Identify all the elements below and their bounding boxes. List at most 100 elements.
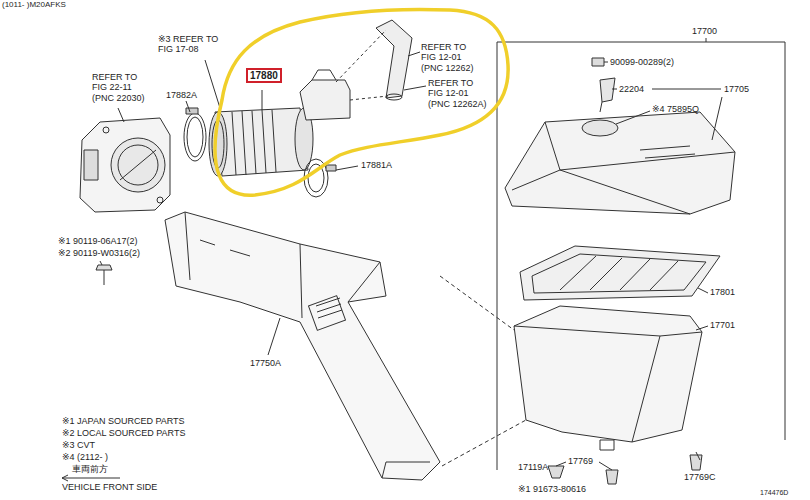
callout-number: 22204 [619, 84, 644, 94]
lid-port [582, 120, 618, 136]
leader-line [408, 52, 420, 56]
reference-note: REFER TO FIG 12-01 (PNC 12262A) [428, 78, 488, 109]
clip [606, 470, 618, 484]
dashed-guide [336, 30, 388, 100]
reference-note: REFER TO FIG 12-01 (PNC 12262) [421, 42, 477, 73]
sensor-probe [600, 102, 602, 112]
bolt-head [96, 265, 112, 270]
footnote: ※3 CVT [62, 440, 95, 450]
leader-line [698, 288, 708, 293]
leader-lines [100, 52, 722, 470]
part-number: ※1 91673-80616 [518, 484, 586, 494]
intake-hose [209, 108, 313, 176]
grommet [690, 455, 702, 470]
throttle-bore [111, 138, 165, 192]
leader-line [556, 462, 566, 466]
throttle-housing [80, 118, 170, 212]
duct-grille-slot [316, 298, 342, 318]
reference-note: ※3 REFER TO FIG 17-08 [158, 34, 220, 55]
hose-ribs [232, 110, 276, 175]
hose-clamp-inner [187, 117, 203, 157]
callout-number: 17769C [684, 472, 716, 482]
lid-body [505, 112, 735, 214]
callout-number: 17750A [250, 358, 281, 368]
part-number: ※4 75895Q [652, 104, 699, 114]
case-drain [600, 440, 614, 450]
leader-line [616, 111, 650, 124]
duct-edge [185, 212, 380, 318]
duct-rib [200, 240, 250, 256]
front-arrow [62, 475, 120, 481]
direction-note: VEHICLE FRONT SIDE [62, 482, 157, 492]
throttle-bore-inner [118, 145, 158, 185]
callout-number: 17705 [724, 84, 749, 94]
hose-clamp [184, 113, 206, 161]
direction-note: 車両前方 [72, 464, 108, 474]
footnote: ※4 (2112- ) [62, 452, 108, 462]
leader-line [186, 101, 190, 112]
callout-number: 17880 [250, 70, 278, 81]
model-code: (1011- )M20AFKS [2, 0, 66, 9]
leader-line [706, 38, 707, 42]
air-filter [520, 246, 720, 300]
part-number: ※1 90119-06A17(2) [58, 236, 137, 246]
leader-line [268, 318, 280, 355]
case-body [514, 306, 702, 442]
drawing-number: 174476D [760, 489, 788, 497]
duct-body [165, 212, 440, 480]
resonator [300, 80, 350, 120]
filter-frame [520, 246, 720, 300]
air-inlet-duct [165, 212, 440, 480]
leader-line [604, 62, 608, 63]
throttle-bolt-hole [157, 197, 163, 203]
leader-line [100, 261, 102, 265]
resonator-neck [312, 70, 336, 80]
callout-number: 17701 [710, 320, 735, 330]
hose-body [215, 108, 308, 176]
highlight-loop [215, 9, 508, 195]
air-flow-sensor [600, 78, 615, 102]
throttle-motor [84, 150, 98, 180]
leader-line [712, 97, 722, 140]
callout-number: 17769 [568, 456, 593, 466]
callout-number: 17700 [692, 26, 717, 36]
footnote: ※1 JAPAN SOURCED PARTS [62, 416, 185, 426]
clamp-screw [186, 108, 198, 114]
lid-rib [640, 146, 695, 158]
footnote: ※2 LOCAL SOURCED PARTS [62, 428, 185, 438]
clamp-screw [326, 165, 336, 171]
breather-tube [376, 20, 412, 98]
dashed-guide [440, 276, 526, 466]
callout-box: 17880 [246, 68, 282, 83]
leader-line [336, 166, 358, 170]
reference-note: REFER TO FIG 22-11 (PNC 22030) [92, 72, 148, 103]
leader-line [205, 60, 220, 108]
grommet [548, 466, 564, 478]
duct-grille [308, 296, 345, 331]
duct-mouth [382, 462, 430, 478]
filter-element [532, 254, 706, 293]
leader-line [118, 108, 124, 122]
assembly-bracket [497, 42, 785, 470]
lid-edge [512, 122, 735, 214]
filter-pleat [560, 256, 678, 290]
leader-line [696, 326, 708, 330]
callout-number: 17881A [361, 160, 392, 170]
leader-line [262, 90, 263, 110]
part-number: ※2 90119-W0316(2) [58, 248, 140, 258]
callout-number: 17801 [710, 287, 735, 297]
air-cleaner-lid [505, 112, 735, 214]
callout-number: 17119A [518, 462, 548, 472]
bolt-shank [104, 270, 105, 285]
leader-line [612, 89, 617, 90]
leader-line [696, 452, 700, 460]
leader-line [404, 86, 426, 90]
screw [592, 58, 604, 66]
breather-tube-end [386, 94, 402, 100]
throttle-plate [120, 150, 156, 180]
throttle-body [80, 118, 170, 212]
leader-line [652, 89, 721, 90]
part-number: 90099-00289(2) [610, 57, 674, 67]
